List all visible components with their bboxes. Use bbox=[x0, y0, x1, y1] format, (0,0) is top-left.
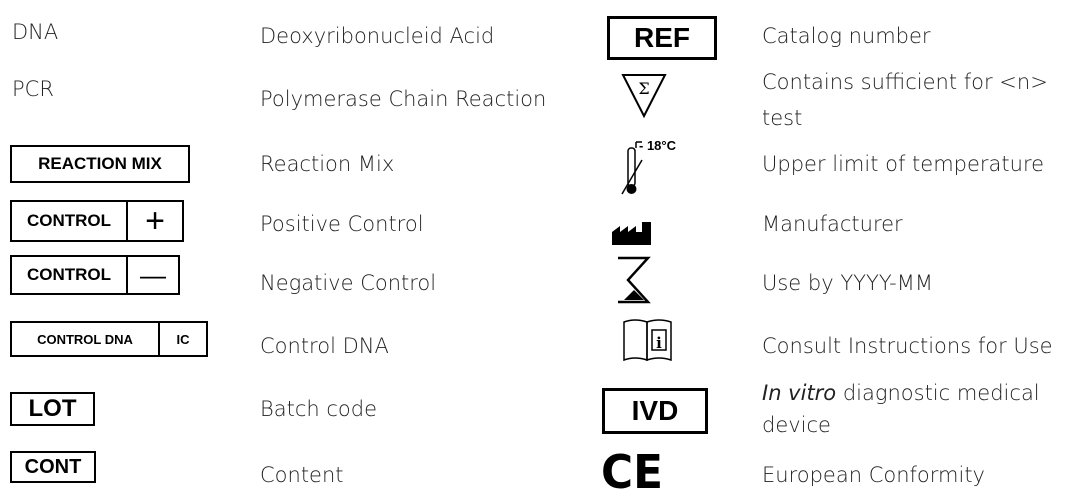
desc-catalog-number: Catalog number bbox=[762, 24, 931, 48]
symbol-control-dna: CONTROL DNA IC bbox=[10, 321, 208, 357]
ivd-label: IVD bbox=[631, 395, 679, 426]
desc-upper-limit-temperature: Upper limit of temperature bbox=[762, 152, 1045, 176]
negative-control-label: CONTROL bbox=[26, 265, 112, 284]
instructions-book-icon: i bbox=[623, 319, 672, 362]
desc-reaction-mix: Reaction Mix bbox=[260, 152, 395, 176]
control-dna-label: CONTROL DNA bbox=[37, 331, 133, 347]
temperature-label: - 18°C bbox=[639, 138, 677, 153]
control-dna-ic-label: IC bbox=[158, 323, 206, 355]
desc-batch-code: Batch code bbox=[260, 397, 378, 421]
plus-icon: + bbox=[126, 202, 182, 240]
ref-label: REF bbox=[634, 22, 690, 53]
desc-ivd-italic: In vitro bbox=[762, 381, 837, 405]
cont-label: CONT bbox=[24, 455, 82, 478]
desc-dna: Deoxyribonucleid Acid bbox=[260, 24, 495, 48]
sigma-triangle-icon: Σ bbox=[621, 74, 667, 119]
svg-text:Σ: Σ bbox=[638, 79, 649, 98]
desc-content: Content bbox=[260, 463, 344, 487]
desc-ivd-rest: diagnostic medical bbox=[836, 381, 1040, 405]
symbol-negative-control: CONTROL — bbox=[10, 255, 180, 295]
symbol-ivd: IVD bbox=[602, 388, 708, 434]
symbol-pcr: PCR bbox=[12, 77, 54, 101]
hourglass-icon bbox=[618, 256, 651, 304]
desc-ivd-line2: device bbox=[762, 413, 831, 437]
ce-mark-text: CE bbox=[601, 445, 663, 499]
desc-negative-control: Negative Control bbox=[260, 271, 437, 295]
lot-label: LOT bbox=[28, 395, 77, 422]
desc-control-dna: Control DNA bbox=[260, 334, 389, 358]
positive-control-label: CONTROL bbox=[26, 211, 112, 230]
ce-mark-icon: CE bbox=[601, 445, 663, 499]
desc-positive-control: Positive Control bbox=[260, 212, 424, 236]
desc-pcr: Polymerase Chain Reaction bbox=[260, 87, 547, 111]
symbol-dna: DNA bbox=[12, 20, 59, 44]
desc-manufacturer: Manufacturer bbox=[762, 212, 903, 236]
symbol-reaction-mix: REACTION MIX bbox=[10, 145, 190, 183]
factory-icon bbox=[612, 222, 651, 245]
symbol-lot: LOT bbox=[10, 392, 95, 426]
desc-consult-instructions: Consult Instructions for Use bbox=[762, 334, 1053, 358]
desc-ivd-line1: In vitro diagnostic medical bbox=[762, 380, 1040, 407]
desc-use-by: Use by YYYY-MM bbox=[762, 271, 933, 295]
desc-european-conformity: European Conformity bbox=[762, 463, 985, 487]
desc-contains-sufficient-line2: test bbox=[762, 106, 803, 130]
symbol-ref: REF bbox=[607, 16, 717, 60]
minus-icon: — bbox=[126, 257, 178, 293]
reaction-mix-label: REACTION MIX bbox=[38, 154, 162, 173]
symbol-positive-control: CONTROL + bbox=[10, 200, 184, 242]
desc-contains-sufficient-line1: Contains sufficient for <n> bbox=[762, 70, 1048, 94]
info-letter: i bbox=[656, 334, 662, 352]
thermometer-icon: - 18°C bbox=[621, 138, 677, 195]
symbol-cont: CONT bbox=[10, 451, 96, 483]
